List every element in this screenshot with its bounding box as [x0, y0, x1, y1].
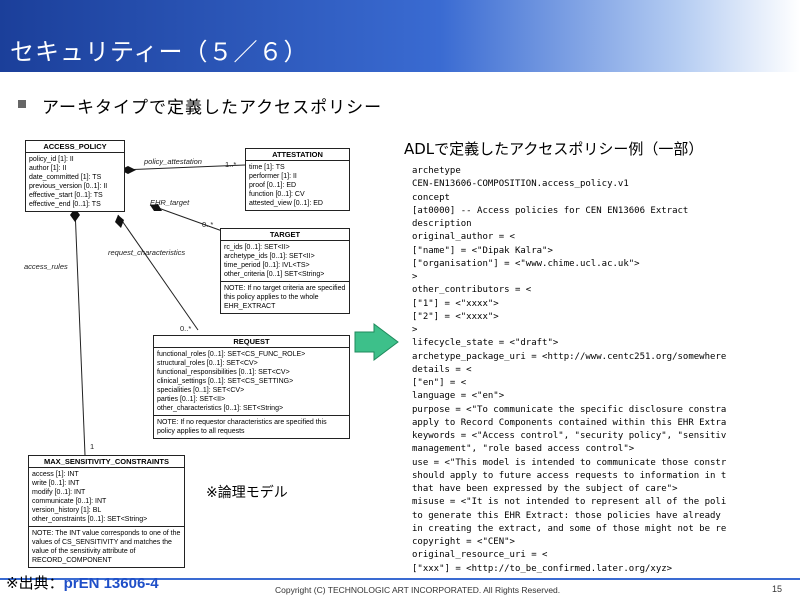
adl-code-line: language = <"en">	[412, 391, 505, 402]
uml-attr: attested_view [0..1]: ED	[249, 200, 323, 207]
logical-model-note: ※論理モデル	[206, 485, 288, 501]
adl-code-line: ["name"] = <"Dipak Kalra">	[412, 245, 553, 256]
uml-attr: modify [0..1]: INT	[32, 489, 86, 496]
uml-attr: archetype_ids [0..1]: SET<II>	[224, 253, 315, 260]
adl-code-line: ["2"] = <"xxxx">	[412, 311, 499, 322]
adl-code-line: concept	[412, 192, 450, 203]
uml-attr: author [1]: II	[29, 165, 67, 172]
uml-header: REQUEST	[154, 336, 349, 348]
slide-title: セキュリティー（５／６）	[10, 38, 309, 66]
uml-note: NOTE: The INT value corresponds to one o…	[29, 526, 184, 567]
uml-attr: date_committed [1]: TS	[29, 174, 102, 181]
adl-code-line: archetype_package_uri = <http://www.cent…	[412, 351, 727, 362]
source-document: prEN 13606-4	[63, 575, 159, 592]
bullet-heading: アーキタイプで定義したアクセスポリシー	[42, 98, 383, 118]
adl-code-line: misuse = <"It is not intended to represe…	[412, 497, 727, 508]
uml-header: ACCESS_POLICY	[26, 141, 124, 153]
uml-attr: access [1]: INT	[32, 471, 79, 478]
adl-heading: ADLで定義したアクセスポリシー例（一部）	[404, 140, 704, 158]
uml-attr: specialities [0..1]: SET<CV>	[157, 387, 245, 394]
adl-code-line: description	[412, 219, 472, 229]
assoc-label-request-characteristics: request_characteristics	[108, 248, 186, 257]
uml-attr: version_history [1]: BL	[32, 507, 102, 514]
uml-attestation: ATTESTATION time [1]: TS performer [1]: …	[245, 148, 350, 211]
adl-code-line: use = <"This model is intended to commun…	[412, 457, 727, 468]
uml-attr: structural_roles [0..1]: SET<CV>	[157, 360, 258, 367]
uml-attr: function [0..1]: CV	[249, 191, 305, 198]
adl-code-line: apply to Record Components contained wit…	[412, 417, 727, 428]
uml-attr: performer [1]: II	[249, 173, 297, 180]
assoc-label-policy-attestation: policy_attestation	[144, 157, 202, 166]
adl-code-line: copyright = <"CEN">	[412, 537, 515, 547]
adl-code-line: CEN-EN13606-COMPOSITION.access_policy.v1	[412, 179, 629, 190]
adl-code-line: should apply to future access requests t…	[412, 470, 727, 481]
uml-target: TARGET rc_ids [0..1]: SET<II> archetype_…	[220, 228, 350, 314]
assoc-label-access-rules: access_rules	[24, 262, 68, 271]
multiplicity-attestation: 1..*	[225, 160, 237, 169]
uml-header: TARGET	[221, 229, 349, 241]
source-prefix: ※出典：	[6, 574, 64, 592]
uml-attr: effective_end [0..1]: TS	[29, 201, 101, 208]
uml-attr: previous_version [0..1]: II	[29, 183, 108, 190]
footer-rule	[0, 578, 800, 580]
adl-code-line: purpose = <"To communicate the specific …	[412, 404, 727, 415]
adl-code-line: keywords = <"Access control", "security …	[412, 431, 727, 441]
adl-code-line: management", "role based access control"…	[412, 444, 635, 455]
uml-attr: parties [0..1]: SET<II>	[157, 396, 226, 403]
copyright-text: Copyright (C) TECHNOLOGIC ART INCORPORAT…	[275, 585, 561, 595]
uml-attr: write [0..1]: INT	[32, 480, 80, 487]
assoc-label-ehr-target: EHR_target	[150, 198, 190, 207]
adl-code-line: >	[412, 325, 418, 335]
adl-code-line: original_author = <	[412, 232, 515, 243]
adl-code-line: lifecycle_state = <"draft">	[412, 338, 559, 349]
uml-attr: proof [0..1]: ED	[249, 182, 297, 189]
uml-note: NOTE: If no requestor characteristics ar…	[154, 415, 349, 438]
adl-code-line: ["organisation"] = <"www.chime.ucl.ac.uk…	[412, 258, 640, 269]
uml-header: MAX_SENSITIVITY_CONSTRAINTS	[29, 456, 184, 468]
adl-code-line: to generate this EHR Extract: those poli…	[412, 510, 721, 521]
pointer-arrow	[354, 323, 399, 361]
uml-attr: functional_roles [0..1]: SET<CS_FUNC_ROL…	[157, 351, 306, 358]
uml-attr: functional_responsibilities [0..1]: SET<…	[157, 369, 290, 376]
uml-attr: communicate [0..1]: INT	[32, 498, 107, 505]
adl-code-line: ["1"] = <"xxxx">	[412, 298, 499, 309]
uml-attr: effective_start [0..1]: TS	[29, 192, 103, 199]
adl-code-line: that have been expressed by the subject …	[412, 484, 678, 494]
adl-code-line: in creating the extract, and some of tho…	[412, 523, 727, 534]
adl-code-line: original_resource_uri = <	[412, 550, 548, 561]
uml-max-sensitivity: MAX_SENSITIVITY_CONSTRAINTS access [1]: …	[28, 455, 185, 568]
multiplicity-target: 0..*	[202, 220, 214, 229]
adl-code-line: >	[412, 272, 418, 282]
multiplicity-request: 0..*	[180, 324, 192, 333]
multiplicity-max-sensitivity: 1	[90, 442, 95, 451]
uml-attr: clinical_settings [0..1]: SET<CS_SETTING…	[157, 378, 294, 385]
uml-attr: policy_id [1]: II	[29, 156, 74, 163]
uml-attr: rc_ids [0..1]: SET<II>	[224, 244, 290, 251]
uml-attr: other_constraints [0..1]: SET<String>	[32, 516, 148, 523]
adl-code-line: details = <	[412, 364, 472, 375]
source-citation: ※出典：prEN 13606-4	[6, 572, 159, 593]
uml-attr: other_characteristics [0..1]: SET<String…	[157, 405, 284, 412]
uml-header: ATTESTATION	[246, 149, 349, 161]
uml-attr: time [1]: TS	[249, 164, 285, 171]
bullet-marker	[18, 100, 26, 108]
adl-code-line: archetype	[412, 166, 461, 176]
uml-access-policy: ACCESS_POLICY policy_id [1]: II author […	[25, 140, 125, 212]
uml-attr: time_period [0..1]: IVL<TS>	[224, 262, 310, 269]
adl-code-line: ["en"] = <	[412, 378, 467, 388]
adl-code-line: ["xxx"] = <http://to_be_confirmed.later.…	[412, 563, 673, 574]
page-number: 15	[772, 584, 783, 594]
adl-code-line: [at0000] -- Access policies for CEN EN13…	[412, 205, 689, 216]
uml-attr: other_criteria [0..1] SET<String>	[224, 271, 325, 278]
adl-code-line: other_contributors = <	[412, 285, 532, 296]
uml-request: REQUEST functional_roles [0..1]: SET<CS_…	[153, 335, 350, 439]
title-band	[0, 0, 800, 72]
uml-note: NOTE: If no target criteria are specifie…	[221, 281, 349, 313]
